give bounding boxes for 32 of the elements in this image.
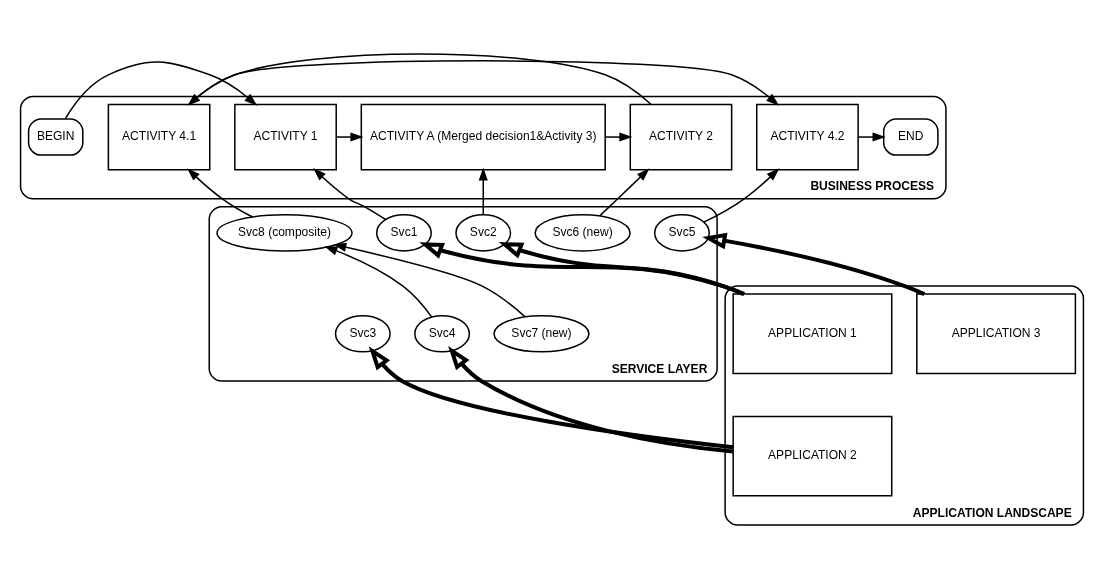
arrow — [478, 167, 488, 215]
node-box: ACTIVITY 2 — [629, 103, 733, 170]
node-box: BEGIN — [27, 117, 84, 156]
node-box: APPLICATION 1 — [732, 292, 893, 374]
node-box: ACTIVITY 4.1 — [107, 103, 211, 170]
node-ellipse: Svc1 — [375, 213, 432, 252]
arrow — [64, 60, 258, 120]
arrow — [313, 167, 387, 220]
arrow — [702, 232, 926, 296]
arrow — [333, 242, 526, 317]
node-box: ACTIVITY A (Merged decision1&Activity 3) — [360, 103, 606, 170]
node-ellipse: Svc2 — [455, 213, 512, 252]
node-box: APPLICATION 3 — [916, 292, 1077, 374]
arrow — [857, 131, 886, 142]
arrow — [703, 167, 780, 223]
arrow — [419, 241, 746, 296]
node-box: APPLICATION 2 — [732, 415, 893, 497]
node-ellipse: Svc3 — [334, 314, 391, 353]
node-box: ACTIVITY 1 — [234, 103, 337, 170]
node-ellipse: Svc7 (new) — [493, 314, 590, 353]
node-box: END — [882, 117, 939, 156]
arrow — [604, 131, 633, 142]
node-box: ACTIVITY 4.2 — [756, 103, 859, 170]
node-ellipse: Svc6 (new) — [534, 213, 631, 252]
arrow — [599, 167, 650, 216]
arrow — [324, 245, 433, 318]
node-ellipse: Svc5 — [653, 213, 710, 252]
arrow — [448, 345, 734, 454]
arrow — [335, 131, 364, 142]
arrow — [368, 345, 734, 449]
arrow — [498, 241, 744, 296]
node-ellipse: Svc4 — [414, 314, 471, 353]
